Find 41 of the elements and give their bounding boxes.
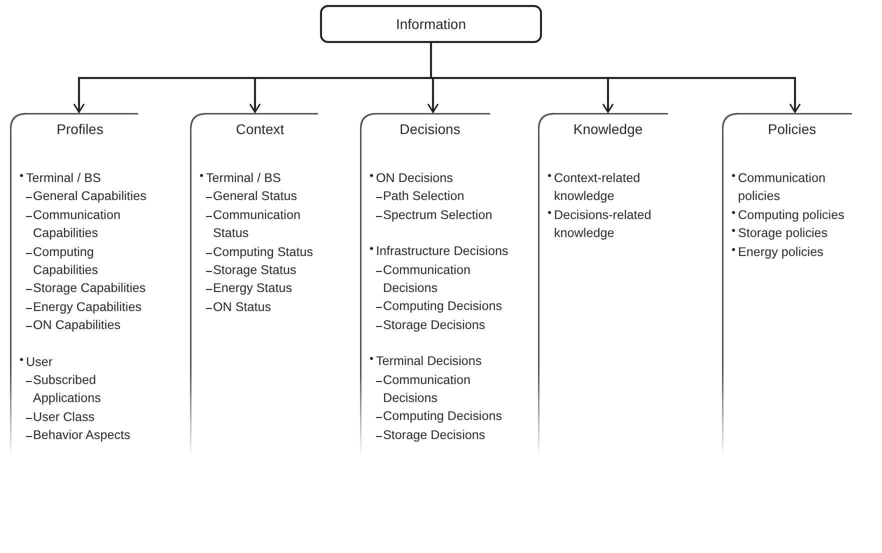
list-item-text: Terminal Decisions xyxy=(376,354,482,368)
list-item-text: Storage Status xyxy=(213,263,296,278)
list-item-text: Storage Capabilities xyxy=(33,281,146,296)
list-item-text: Storage Decisions xyxy=(383,428,486,442)
list-item-text: Context-related knowledge xyxy=(554,171,640,204)
list-item-text: Communication Decisions xyxy=(383,372,470,406)
list-item-text: Infrastructure Decisions xyxy=(376,244,508,258)
list-item-text: Energy Status xyxy=(213,281,292,296)
list-item-text: Storage policies xyxy=(738,226,828,240)
list-item-text: ON Status xyxy=(213,300,272,314)
list-item-text: Computing Decisions xyxy=(383,299,502,314)
list-item-text: General Status xyxy=(213,189,298,204)
list-item-text: ON Decisions xyxy=(376,171,453,185)
list-item-text: Storage Decisions xyxy=(383,318,486,332)
list-item-text: Spectrum Selection xyxy=(383,208,492,222)
category-heading: Knowledge xyxy=(572,121,644,137)
category-heading: Decisions xyxy=(398,121,462,137)
category-heading: Policies xyxy=(766,121,818,137)
list-item-text: Decisions-related knowledge xyxy=(554,208,652,240)
list-item-text: Communication Decisions xyxy=(383,262,470,296)
list-item-text: Computing Capabilities xyxy=(33,244,98,278)
list-item-text: Computing Status xyxy=(213,244,314,259)
list-item-text: Communication policies xyxy=(738,171,826,204)
list-item-text: Terminal / BS xyxy=(206,171,281,185)
list-item-text: Communication Capabilities xyxy=(33,208,120,240)
list-item-text: Computing Decisions xyxy=(383,409,502,424)
category-heading: Profiles xyxy=(56,121,104,137)
list-item-text: Subscribed Applications xyxy=(33,373,101,406)
list-item-text: User xyxy=(26,354,53,369)
root-box: Information xyxy=(320,5,542,43)
list-item-text: Computing policies xyxy=(738,208,844,222)
category-heading: Context xyxy=(234,121,286,137)
list-item-text: Path Selection xyxy=(383,189,464,204)
list-item-text: User Class xyxy=(33,410,95,424)
list-item-text: ON Capabilities xyxy=(33,318,120,332)
list-item-text: Energy Capabilities xyxy=(33,300,142,314)
list-item-text: Communication Status xyxy=(213,208,300,240)
list-item-text: General Capabilities xyxy=(33,189,146,204)
list-item-text: Terminal / BS xyxy=(26,171,101,185)
list-item-text: Behavior Aspects xyxy=(33,428,130,442)
list-item-text: Energy policies xyxy=(738,244,824,259)
